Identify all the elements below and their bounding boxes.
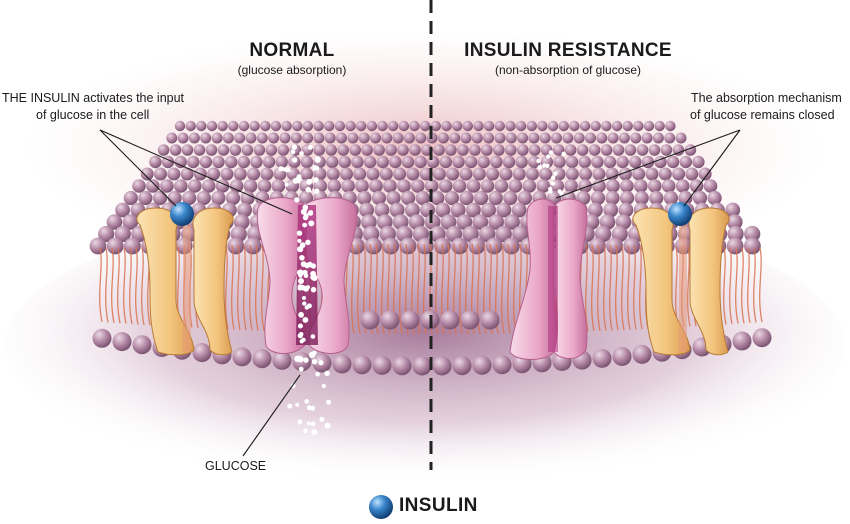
insulin-annotation-line2: of glucose in the cell: [36, 108, 150, 122]
insulin-annotation-line1: THE INSULIN activates the input: [2, 91, 185, 105]
glucose-channel-closed: [509, 198, 588, 360]
closed-annotation-line1: The absorption mechanism: [691, 91, 842, 105]
insulin-receptor-left: [136, 207, 234, 356]
insulin-bound-left: [170, 202, 194, 226]
annotation-leaders: [99, 129, 741, 457]
insulin-legend-label: INSULIN: [399, 495, 478, 516]
resistance-title: INSULIN RESISTANCE: [464, 40, 672, 61]
insulin-bound-right: [668, 202, 692, 226]
insulin-molecule-icon: [369, 495, 393, 519]
insulin-receptor-right: [632, 207, 730, 356]
normal-subtitle: (glucose absorption): [237, 63, 347, 77]
glucose-particles: [278, 144, 566, 436]
closed-annotation-line2: of glucose remains closed: [690, 108, 835, 122]
resistance-subtitle: (non-absorption of glucose): [494, 63, 642, 77]
glucose-label: GLUCOSE: [205, 459, 267, 473]
normal-title: NORMAL: [249, 40, 335, 61]
